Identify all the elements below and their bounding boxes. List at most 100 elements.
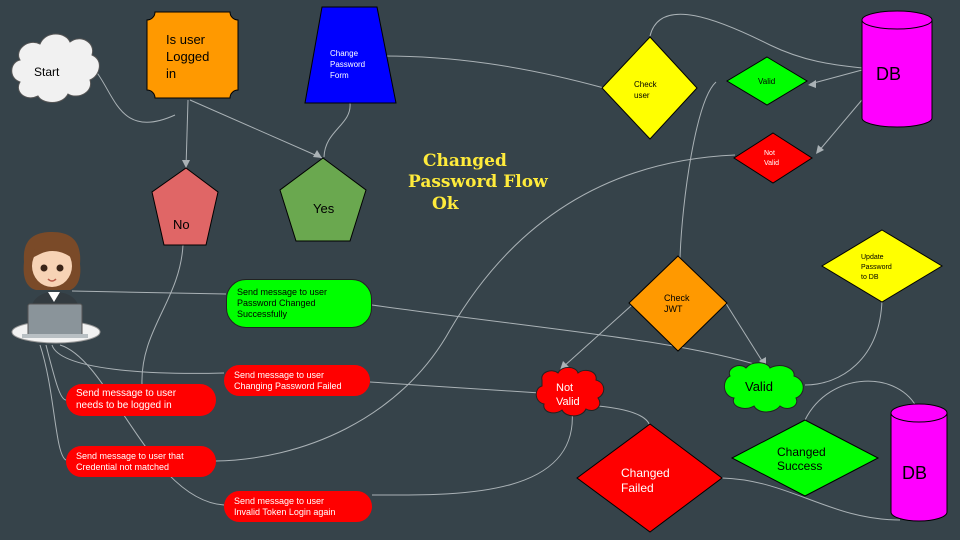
avatar-eye-left: [40, 264, 48, 272]
not-valid-top-diamond: [733, 132, 813, 184]
is-user-line-1: Is user: [166, 32, 206, 47]
db-bottom-cap: [890, 403, 948, 423]
yes-pentagon: [279, 157, 367, 242]
arrowhead-yes: [313, 150, 322, 158]
valid-cloud-shape: [724, 362, 804, 413]
arrowhead-no: [182, 160, 190, 168]
changed-success-line-2: Success: [777, 459, 822, 473]
connector-valid-to-jwt: [679, 81, 717, 259]
db-top-cylinder: [861, 10, 933, 128]
check-jwt-line-1: Check: [664, 293, 690, 303]
form-line-2: Password: [330, 60, 365, 69]
connector-valid-cloud-to-db: [804, 380, 919, 421]
avatar-face: [32, 245, 72, 287]
msg-credential-line-2: Credential not matched: [76, 461, 170, 472]
connector-notvalid-to-failed: [597, 405, 651, 429]
start-cloud-shape: [11, 33, 100, 103]
title-line-1: Changed: [423, 151, 507, 171]
msg-password-changed-line-1: Send message to user: [237, 287, 328, 298]
db-bottom-cylinder: [890, 403, 948, 522]
msg-invalid-token-line-1: Send message to user: [234, 495, 325, 506]
connector-user-to-needs-login: [45, 344, 67, 401]
connector-form-to-yes: [323, 102, 351, 158]
changed-success-diamond: [730, 419, 880, 497]
msg-needs-login-line-1: Send message to user: [76, 388, 177, 399]
is-user-line-2: Logged: [166, 49, 209, 64]
changed-success-line-1: Changed: [777, 445, 826, 459]
db-top-label: DB: [876, 64, 901, 84]
message-changing-failed: Send message to user Changing Password F…: [224, 365, 370, 396]
diagram-title: Changed Password Flow Ok: [408, 151, 548, 215]
message-password-changed: Send message to user Password Changed Su…: [226, 279, 372, 328]
msg-invalid-token-line-2: Invalid Token Login again: [234, 506, 336, 517]
start-label: Start: [34, 65, 60, 79]
avatar-laptop-base: [22, 334, 88, 338]
connector-user-to-credential: [39, 344, 67, 461]
msg-credential-line-1: Send message to user that: [76, 450, 184, 461]
message-invalid-token: Send message to user Invalid Token Login…: [224, 491, 372, 522]
not-valid-top-line-2: Valid: [764, 160, 779, 167]
msg-changing-failed-line-2: Changing Password Failed: [234, 380, 342, 391]
db-bottom-body: [890, 413, 948, 522]
not-valid-cloud-line-1: Not: [556, 382, 573, 394]
avatar-eye-right: [56, 264, 64, 272]
db-top-cap: [861, 10, 933, 30]
arrowhead-not-valid-top: [816, 145, 824, 154]
title-line-2: Password Flow: [408, 172, 548, 193]
connector-user-to-invalid-token: [59, 344, 225, 506]
update-password-diamond: [821, 229, 943, 303]
changed-failed-diamond: [576, 423, 723, 533]
check-user-line-1: Check: [634, 80, 658, 89]
connector-is-user-to-no: [185, 99, 189, 169]
msg-needs-login-line-2: needs to be logged in: [76, 400, 172, 411]
connector-notvalid-to-credential: [214, 154, 736, 462]
message-credential-not-matched: Send message to user that Credential not…: [66, 446, 216, 477]
check-jwt-line-2: JWT: [664, 304, 683, 314]
connectors: [39, 13, 919, 521]
arrowhead-valid-top: [808, 80, 816, 88]
title-line-3: Ok: [432, 193, 459, 214]
check-user-diamond: [601, 36, 698, 140]
db-bottom-label: DB: [902, 463, 927, 483]
is-user-line-3: in: [166, 66, 176, 81]
message-needs-login: Send message to user needs to be logged …: [66, 384, 216, 416]
connector-jwt-to-valid-cloud: [724, 301, 765, 365]
db-top-body: [861, 20, 933, 128]
change-password-form-shape: [304, 6, 397, 104]
not-valid-top-line-1: Not: [764, 150, 775, 157]
check-user-line-2: user: [634, 91, 650, 100]
connector-user-to-changing-failed: [51, 344, 225, 374]
user-avatar: [11, 232, 101, 344]
msg-changing-failed-line-1: Send message to user: [234, 369, 325, 380]
connector-start-to-is-user: [94, 69, 176, 123]
avatar-bangs: [32, 239, 72, 258]
avatar-collar: [48, 292, 60, 302]
msg-password-changed-line-3: Successfully: [237, 308, 288, 319]
update-line-3: to DB: [861, 274, 879, 281]
connector-jwt-to-notvalid-cloud: [561, 304, 633, 369]
connector-check-user-to-db: [649, 13, 863, 69]
no-pentagon: [151, 167, 219, 246]
connector-valid-cloud-to-update: [804, 299, 883, 386]
yes-label: Yes: [313, 201, 335, 216]
changed-failed-line-1: Changed: [621, 466, 670, 480]
no-label: No: [173, 217, 190, 232]
update-line-2: Password: [861, 264, 892, 271]
connector-notvalid-to-invalid-token: [371, 409, 573, 496]
update-line-1: Update: [861, 254, 884, 261]
connector-user-to-password-changed: [71, 290, 227, 295]
connector-is-user-to-yes: [189, 99, 323, 159]
not-valid-cloud-shape: [535, 366, 605, 417]
avatar-mouth: [47, 278, 57, 282]
form-line-1: Change: [330, 49, 359, 58]
connector-no-to-needs-login: [141, 244, 184, 386]
msg-password-changed-line-2: Password Changed: [237, 298, 316, 309]
changed-failed-line-2: Failed: [621, 481, 654, 495]
avatar-laptop: [27, 303, 83, 337]
valid-cloud-label: Valid: [745, 379, 773, 394]
valid-top-diamond: [726, 56, 808, 106]
connector-changing-failed-to-notvalid: [369, 381, 541, 394]
not-valid-cloud-line-2: Valid: [556, 396, 580, 408]
connector-failed-to-db: [721, 477, 901, 521]
